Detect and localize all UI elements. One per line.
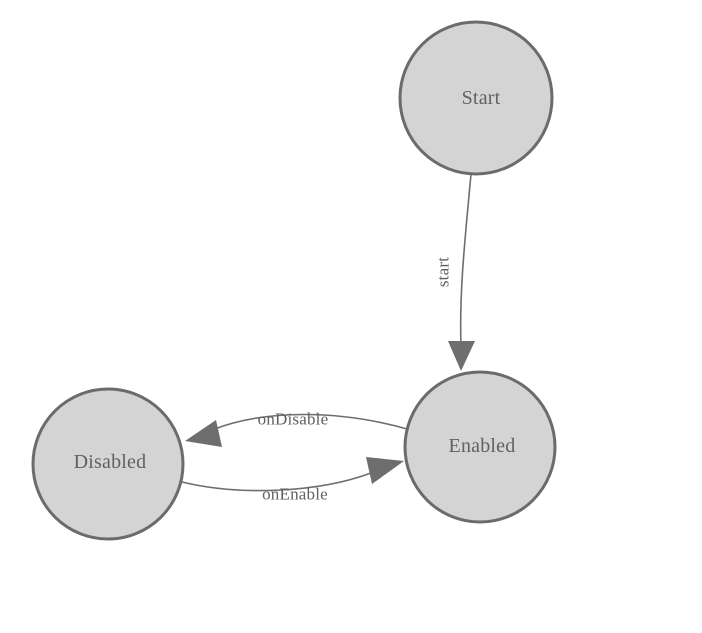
edge-enabled-to-disabled-path — [211, 413, 408, 431]
edge-start-to-enabled[interactable]: start — [434, 173, 476, 371]
edge-label-ondisable: onDisable — [258, 410, 329, 429]
node-disabled-circle — [31, 387, 185, 541]
node-enabled[interactable]: Enabled — [403, 370, 557, 524]
edge-enabled-to-disabled[interactable]: onDisable — [185, 410, 408, 448]
edge-start-to-enabled-path — [459, 173, 472, 346]
edge-label-start: start — [434, 257, 453, 287]
node-enabled-circle — [403, 370, 557, 524]
edge-disabled-to-enabled[interactable]: onEnable — [177, 457, 404, 504]
node-start-circle — [398, 20, 554, 176]
arrowhead-into-enabled-left — [366, 457, 404, 484]
node-disabled[interactable]: Disabled — [31, 387, 185, 541]
node-start[interactable]: Start — [398, 20, 554, 176]
arrowhead-into-disabled — [185, 420, 222, 447]
node-enabled-label: Enabled — [449, 435, 516, 457]
arrowhead-into-enabled-top — [448, 341, 475, 371]
node-disabled-label: Disabled — [74, 451, 147, 473]
node-start-label: Start — [462, 87, 501, 109]
edge-disabled-to-enabled-path — [177, 472, 372, 492]
edge-label-onenable: onEnable — [262, 485, 328, 504]
